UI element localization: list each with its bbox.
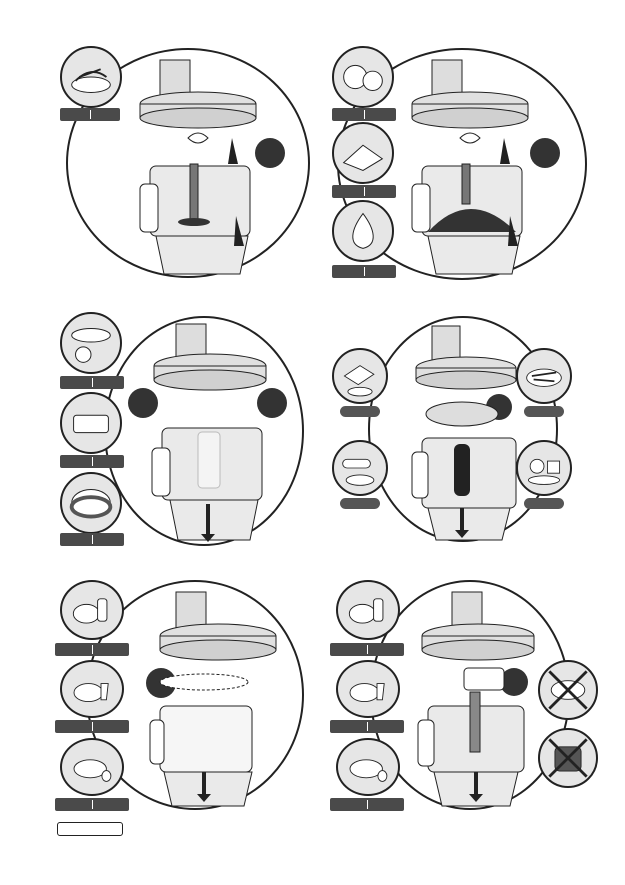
speed-bar [60,455,124,468]
speed-bar [55,643,129,656]
food-processor-illustration [148,588,288,808]
cream-pitcher-icon [336,580,400,640]
food-processor-illustration [402,322,532,542]
speed-bar [332,185,396,198]
whipped-cream-icon [60,660,124,718]
whipped-cream-icon [336,660,400,718]
speed-bar [55,798,129,811]
food-processor-illustration [408,588,538,808]
food-processor-illustration [140,320,280,542]
egg-mix-icon [60,738,124,796]
no-heavy-dough-icon [538,728,598,788]
speed-bar [330,798,404,811]
speed-bar [55,720,129,733]
speed-bar [332,108,396,121]
egg-mix-icon [336,738,400,796]
caption-box [57,822,123,836]
cake-icon [60,472,122,534]
speed-bar [60,533,124,546]
cheese-meat-icon [332,122,394,184]
sliced-vegetables-icon [332,440,388,496]
cream-pitcher-icon [60,580,124,640]
speed-bar [60,376,124,389]
no-bread-icon [538,660,598,720]
nuts-icon [332,46,394,108]
ice-cube-tray-icon [60,392,122,454]
speed-bar [60,108,120,121]
disc-badge [340,498,380,509]
onion-icon [332,200,394,262]
bread-loaf-icon [60,312,122,374]
speed-bar [330,720,404,733]
food-processor-illustration [128,56,268,276]
herbs-icon [60,46,122,108]
disc-badge [340,406,380,417]
food-processor-illustration [400,56,540,276]
speed-bar [332,265,396,278]
cheese-carrot-icon [332,348,388,404]
speed-bar [330,643,404,656]
